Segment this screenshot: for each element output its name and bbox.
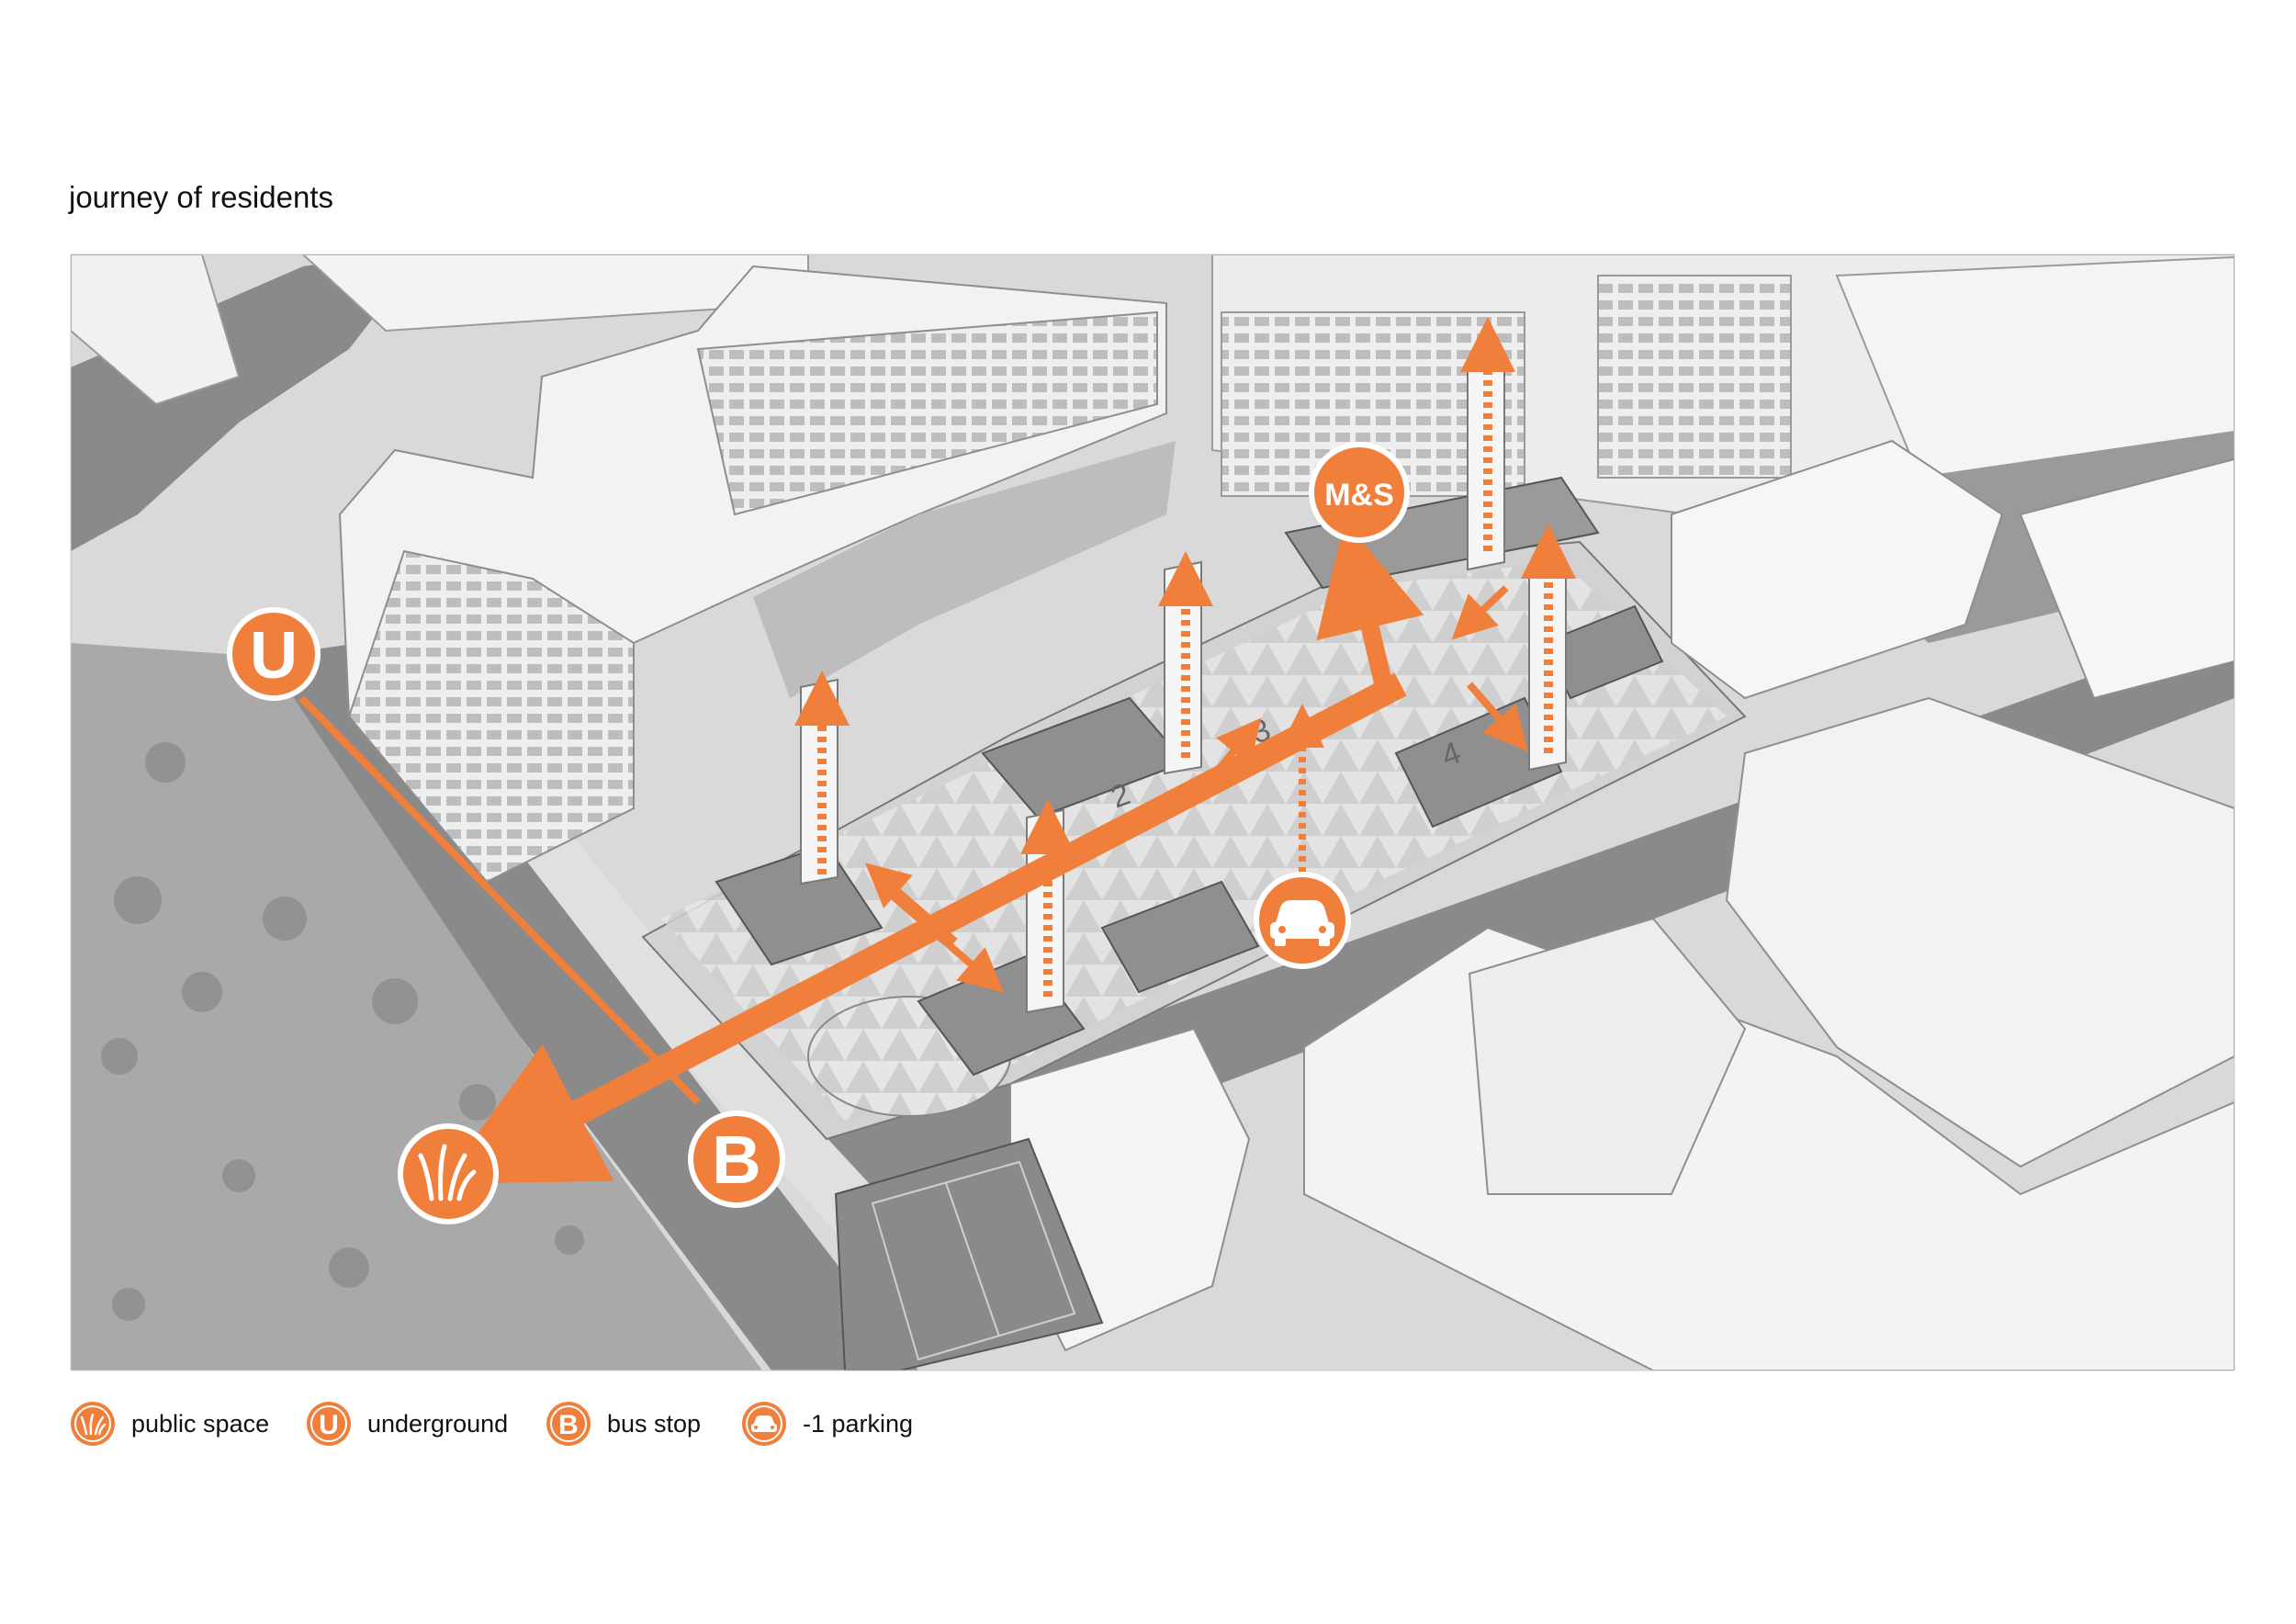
diagram-title: journey of residents <box>69 180 333 214</box>
car-icon <box>1270 900 1334 946</box>
diagram-frame <box>70 254 2235 1371</box>
building-right-mid <box>1725 696 2234 1168</box>
plaza-paving <box>661 560 1727 1121</box>
underground-marker: U <box>227 607 321 701</box>
building-top-left <box>71 254 241 406</box>
svg-text:B: B <box>558 1410 579 1440</box>
building-top-right-2 <box>1671 439 2004 700</box>
legend-label-bus-stop: bus stop <box>607 1409 702 1438</box>
underground-marker-label: U <box>250 619 298 693</box>
shadow-block <box>753 441 1176 698</box>
legend-underground: U underground <box>305 1396 508 1451</box>
podium-block-4 <box>1100 880 1260 994</box>
bus-stop-icon: B <box>546 1402 591 1446</box>
residential-facade-upper <box>696 310 1158 516</box>
branch-arrow-1b <box>864 863 958 945</box>
park-trees <box>101 742 584 1321</box>
svg-text:U: U <box>319 1410 339 1440</box>
building-lower-right-2 <box>1468 917 1747 1195</box>
legend-label-public-space: public space <box>131 1409 270 1438</box>
road-top-left <box>71 254 422 551</box>
legend-label-parking: -1 parking <box>803 1409 914 1438</box>
grass-icon <box>418 1144 477 1201</box>
residential-facade <box>347 549 635 884</box>
car-icon <box>742 1402 786 1446</box>
branch-arrow-3 <box>1466 682 1528 752</box>
public-space-marker <box>398 1123 499 1224</box>
grass-icon <box>71 1402 115 1446</box>
legend-label-underground: underground <box>367 1409 509 1438</box>
legend-bus-stop: B bus stop <box>545 1396 701 1451</box>
branch-arrow-2 <box>1213 717 1262 774</box>
sports-court <box>834 1137 1104 1370</box>
parking-marker <box>1254 872 1351 969</box>
underground-icon: U <box>307 1402 351 1446</box>
journey-arrows <box>298 317 1576 1184</box>
facade-tower-right <box>1597 275 1792 479</box>
bus-stop-marker-label: B <box>712 1122 760 1198</box>
bus-stop-marker: B <box>688 1111 785 1208</box>
court-lines <box>871 1160 1076 1361</box>
building-far-right-2 <box>2019 457 2234 700</box>
legend-parking: -1 parking <box>740 1396 913 1451</box>
legend-public-space: public space <box>69 1396 269 1451</box>
ms-route-arrow <box>1316 520 1424 701</box>
podium-block-1 <box>715 843 884 966</box>
underground-route <box>298 695 701 1105</box>
branch-arrow-4 <box>1451 585 1509 640</box>
supermarket-marker-label: M&S <box>1324 478 1394 513</box>
supermarket-marker: M&S <box>1309 442 1410 543</box>
building-far-right <box>1835 255 2234 479</box>
